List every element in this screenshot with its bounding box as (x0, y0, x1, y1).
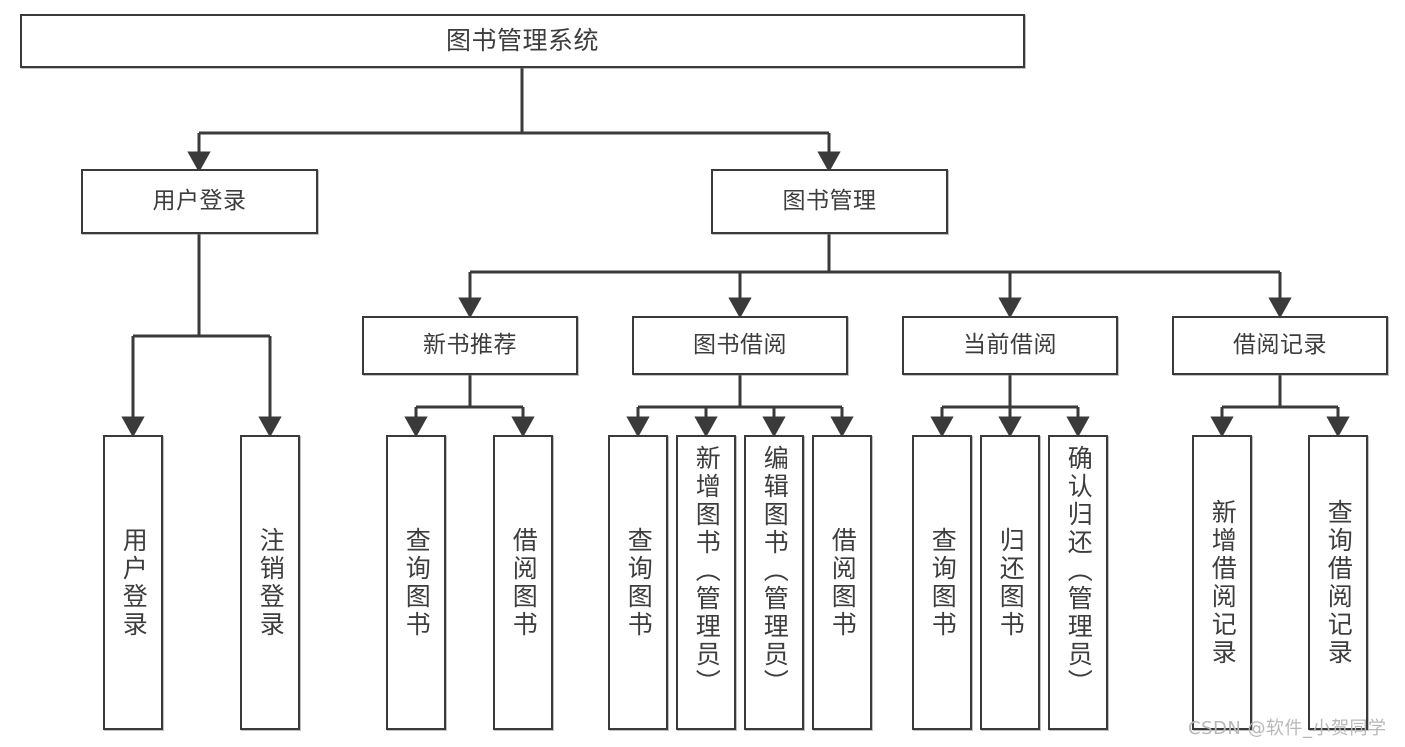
node-leaf-query-record-label: 查询借阅记录 (1324, 498, 1354, 667)
node-leaf-borrow-book-2[interactable]: 借阅图书 (812, 435, 872, 730)
node-leaf-query-book-2[interactable]: 查询图书 (608, 435, 668, 730)
node-new-book-rec-label: 新书推荐 (423, 332, 517, 359)
node-new-book-rec[interactable]: 新书推荐 (362, 316, 578, 375)
node-leaf-borrow-book-1[interactable]: 借阅图书 (493, 435, 553, 730)
node-leaf-logout-label: 注销登录 (256, 526, 286, 639)
node-leaf-return-book-label: 归还图书 (996, 526, 1026, 639)
node-leaf-user-login-label: 用户登录 (119, 526, 149, 639)
node-leaf-query-book-2-label: 查询图书 (624, 526, 654, 639)
node-root[interactable]: 图书管理系统 (20, 14, 1025, 68)
node-root-label: 图书管理系统 (445, 25, 599, 55)
node-borrow-record-label: 借阅记录 (1233, 332, 1327, 359)
node-leaf-user-login[interactable]: 用户登录 (103, 435, 163, 730)
node-leaf-query-book-1-label: 查询图书 (402, 526, 432, 639)
node-borrow-record[interactable]: 借阅记录 (1172, 316, 1388, 375)
node-leaf-logout[interactable]: 注销登录 (240, 435, 300, 730)
node-book-borrow[interactable]: 图书借阅 (632, 316, 848, 375)
node-user-login[interactable]: 用户登录 (81, 169, 318, 234)
node-book-borrow-label: 图书借阅 (693, 332, 787, 359)
node-leaf-confirm-return[interactable]: 确认归还（管理员） (1048, 435, 1108, 730)
node-leaf-edit-book[interactable]: 编辑图书（管理员） (744, 435, 804, 730)
node-leaf-add-book[interactable]: 新增图书（管理员） (676, 435, 736, 730)
node-leaf-add-record-label: 新增借阅记录 (1208, 498, 1238, 667)
watermark: CSDN @软件_小贺同学 (1188, 718, 1387, 739)
node-leaf-query-record[interactable]: 查询借阅记录 (1308, 435, 1368, 730)
node-leaf-query-book-1[interactable]: 查询图书 (386, 435, 446, 730)
node-leaf-query-book-3-label: 查询图书 (928, 526, 958, 639)
node-leaf-confirm-return-label: 确认归还（管理员） (1064, 445, 1094, 697)
node-book-manage[interactable]: 图书管理 (711, 169, 948, 234)
node-leaf-return-book[interactable]: 归还图书 (980, 435, 1040, 730)
node-leaf-borrow-book-2-label: 借阅图书 (828, 526, 858, 639)
node-leaf-add-book-label: 新增图书（管理员） (692, 445, 722, 697)
node-leaf-query-book-3[interactable]: 查询图书 (912, 435, 972, 730)
node-leaf-edit-book-label: 编辑图书（管理员） (760, 445, 790, 697)
node-book-manage-label: 图书管理 (782, 188, 877, 215)
node-leaf-borrow-book-1-label: 借阅图书 (509, 526, 539, 639)
node-current-borrow-label: 当前借阅 (963, 332, 1057, 359)
node-user-login-label: 用户登录 (152, 188, 247, 215)
node-current-borrow[interactable]: 当前借阅 (902, 316, 1118, 375)
node-leaf-add-record[interactable]: 新增借阅记录 (1192, 435, 1252, 730)
